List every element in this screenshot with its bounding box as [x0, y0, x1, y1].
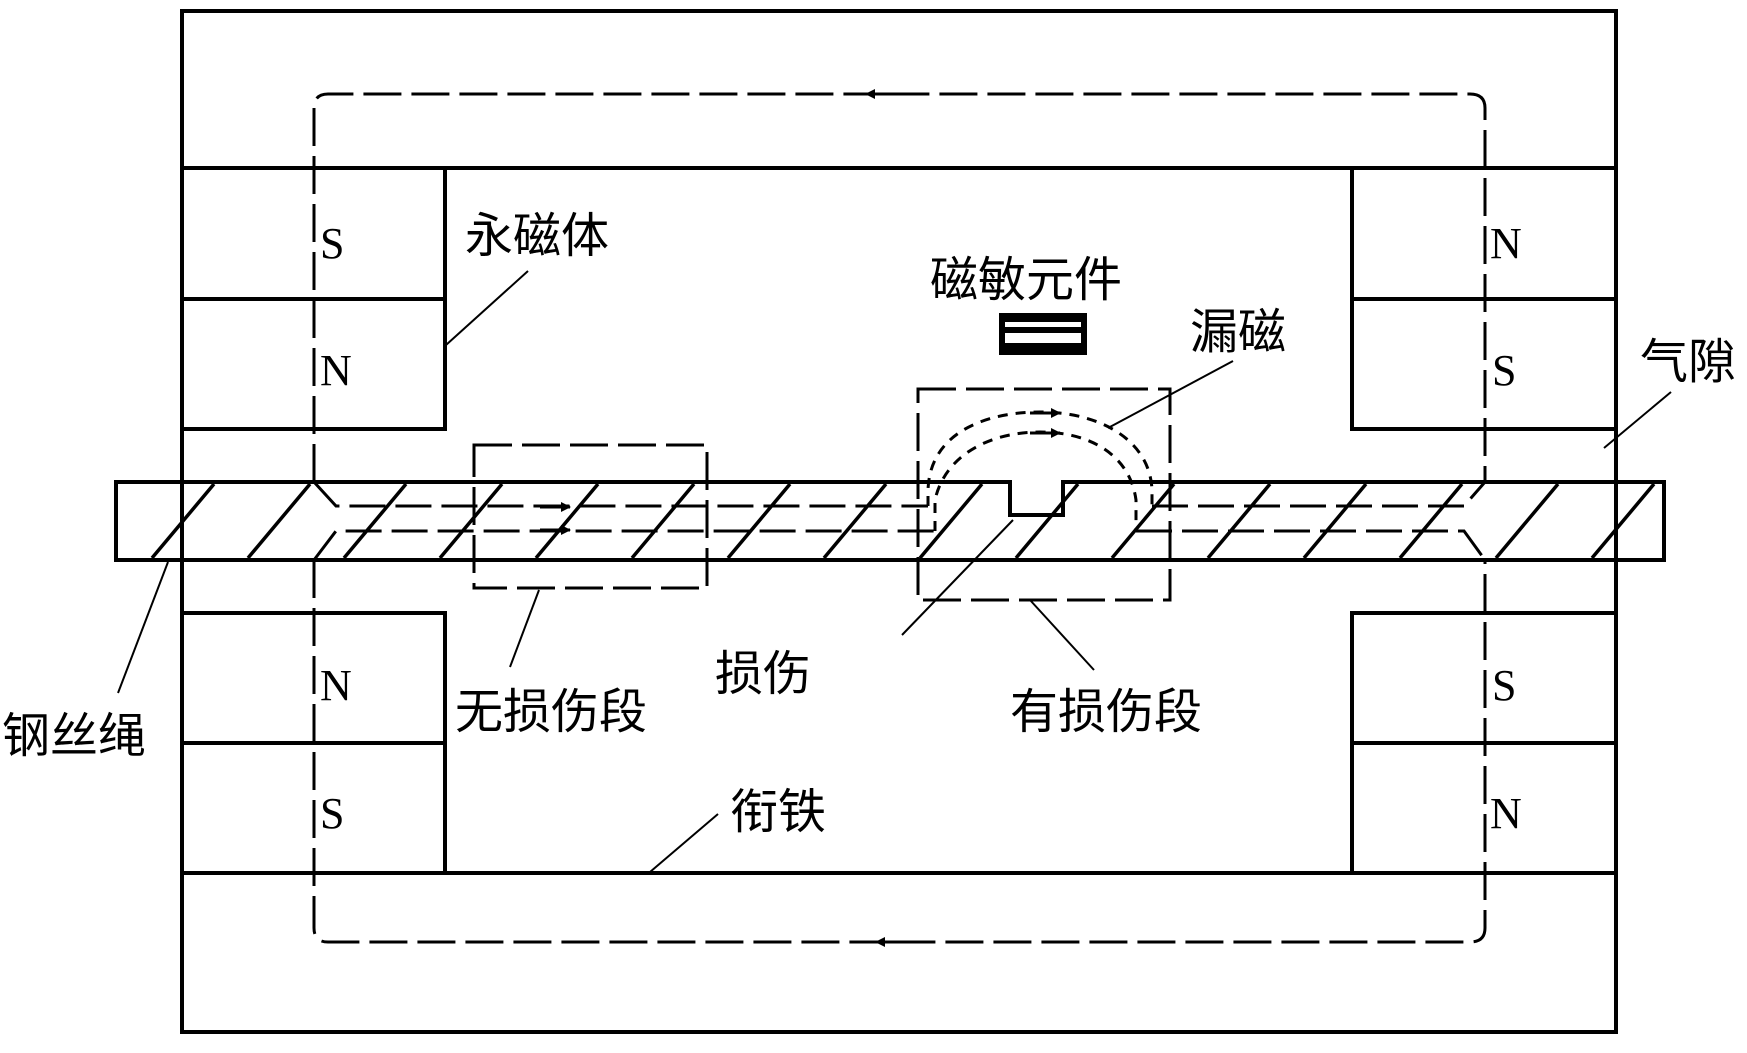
pole-label: N: [320, 346, 352, 395]
hatch-line: [918, 482, 984, 560]
hatch-line: [1494, 482, 1560, 560]
leader-armature: [649, 813, 719, 873]
label-air-gap: 气隙: [1640, 334, 1736, 390]
flux-rope-lower: [312, 529, 935, 561]
flux-top-path: [312, 92, 1487, 482]
undamaged-section-box: [472, 443, 709, 590]
magnetic-sensor-element: [999, 313, 1087, 355]
label-flux-leakage: 漏磁: [1190, 304, 1286, 360]
leader-damage: [901, 519, 1014, 636]
hatch-line: [438, 482, 504, 560]
hatch-line: [342, 482, 408, 560]
hatch-line: [534, 482, 600, 560]
leakage-arc-outer: [926, 410, 1154, 506]
label-damaged-section: 有损伤段: [1010, 684, 1202, 740]
hatch-line: [246, 482, 312, 560]
yoke-frame: [180, 9, 1618, 1034]
hatch-line: [1014, 482, 1080, 560]
label-permanent-magnet: 永磁体: [465, 208, 609, 264]
hatch-line: [150, 482, 216, 560]
flux-bottom-path: [312, 560, 1487, 944]
flux-rope-lower-right: [1136, 529, 1487, 561]
label-magnetic-sensor: 磁敏元件: [930, 252, 1122, 308]
hatch-line: [822, 482, 888, 560]
label-wire-rope: 钢丝绳: [2, 708, 146, 764]
flux-rope-upper-right: [1152, 481, 1487, 508]
hatch-line: [630, 482, 696, 560]
leader-air-gap: [1603, 391, 1672, 449]
label-armature: 衔铁: [730, 784, 826, 840]
pole-label: N: [1490, 789, 1522, 838]
pole-label: S: [1492, 661, 1516, 710]
leader-permanent-magnet: [445, 270, 529, 346]
hatch-line: [726, 482, 792, 560]
pole-label: S: [320, 219, 344, 268]
flux-rope-upper: [312, 480, 928, 508]
leader-damaged-section: [1029, 599, 1095, 671]
leader-undamaged-section: [509, 589, 540, 668]
pole-label: S: [1492, 346, 1516, 395]
leader-flux-leakage: [1107, 360, 1234, 429]
rope-hatching: [150, 482, 1656, 560]
pole-label: N: [1490, 219, 1522, 268]
leader-wire-rope: [117, 561, 169, 694]
hatch-line: [1206, 482, 1272, 560]
pole-label: N: [320, 661, 352, 710]
hatch-line: [1590, 482, 1656, 560]
hatch-line: [1398, 482, 1464, 560]
flux-path: [312, 89, 1487, 947]
pole-label: S: [320, 789, 344, 838]
hatch-line: [1110, 482, 1176, 560]
wire-rope: [114, 480, 1666, 562]
hatch-line: [1302, 482, 1368, 560]
damaged-section-box: [916, 387, 1172, 602]
label-undamaged-section: 无损伤段: [455, 684, 647, 740]
label-damage: 损伤: [715, 646, 811, 702]
